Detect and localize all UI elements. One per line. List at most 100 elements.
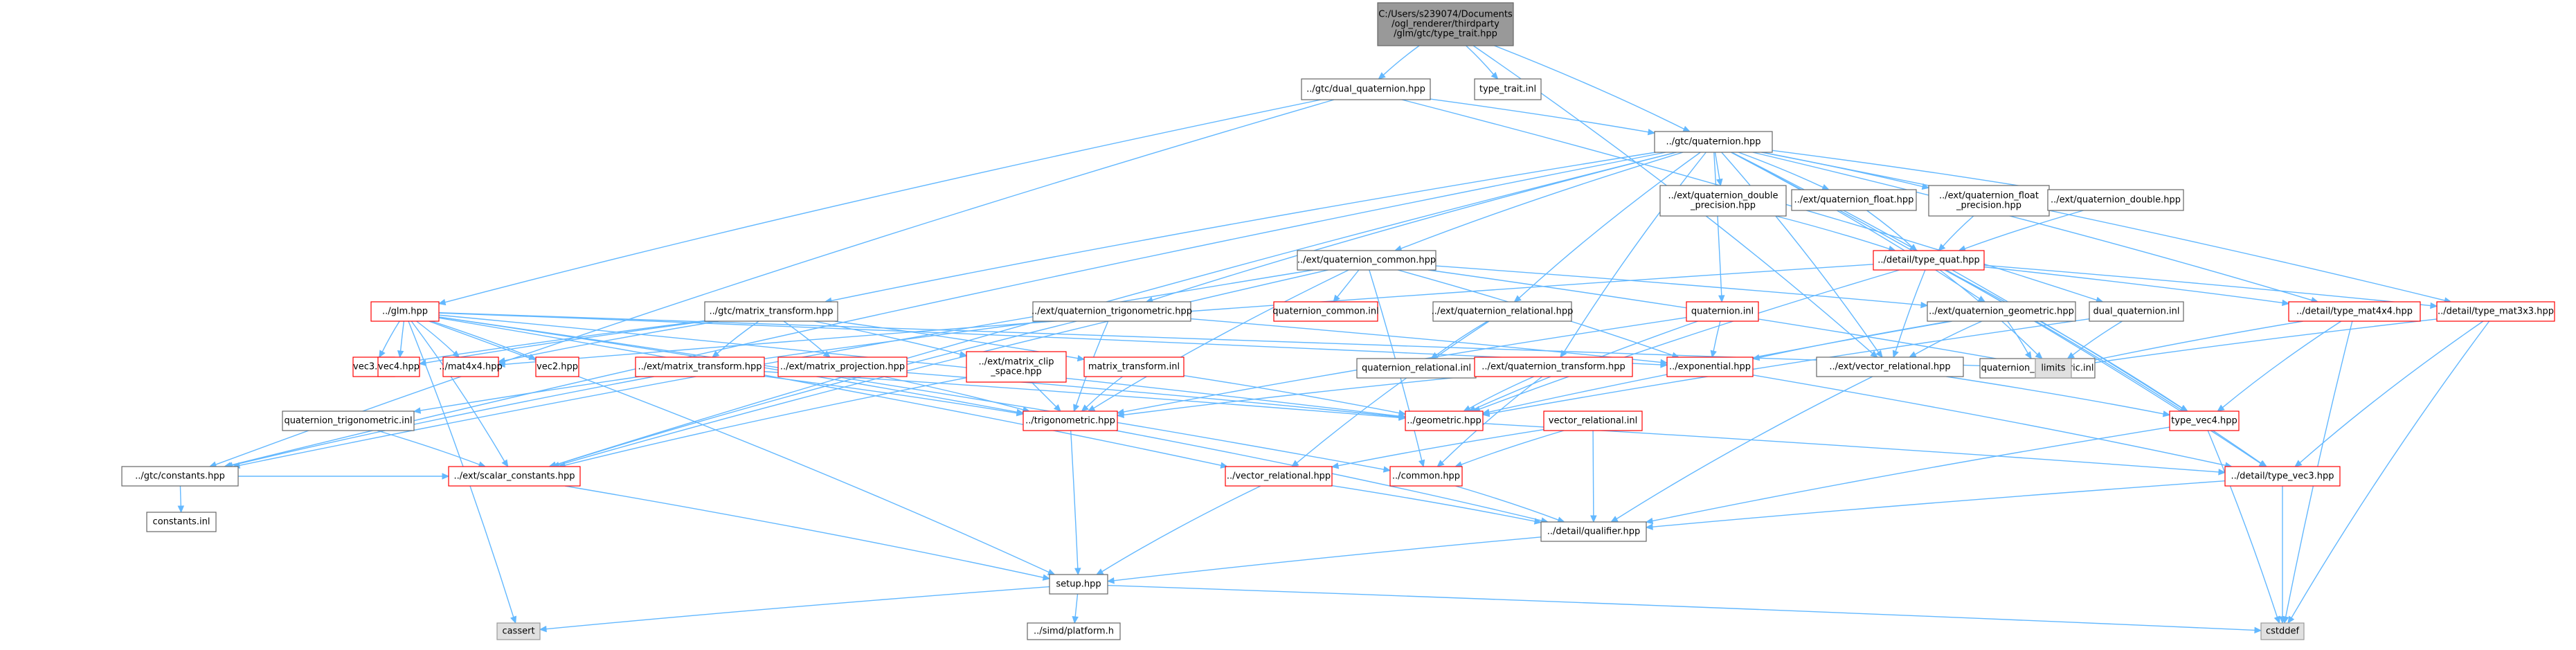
dependency-edge-glm-to-common xyxy=(438,316,1391,473)
node-quaternion-inl[interactable]: quaternion.inl xyxy=(1686,301,1759,322)
node-ext-quat-rel[interactable]: ../ext/quaternion_relational.hpp xyxy=(1432,301,1574,322)
dependency-edge-dual_quat-to-gtc_quat xyxy=(1430,98,1656,136)
node-setup[interactable]: setup.hpp xyxy=(1049,574,1108,595)
dependency-edge-gtc_constants-to-constants_inl xyxy=(177,485,185,514)
node-common[interactable]: ../common.hpp xyxy=(1389,466,1463,487)
node-quat-rel-inl[interactable]: quaternion_relational.inl xyxy=(1356,358,1477,379)
node-ext-matrix-clip[interactable]: ../ext/matrix_clip_space.hpp xyxy=(966,351,1067,383)
node-type-trait-inl[interactable]: type_trait.inl xyxy=(1474,78,1542,100)
node-label: cassert xyxy=(502,626,534,637)
node-ext-quat-transform[interactable]: ../ext/quaternion_transform.hpp xyxy=(1474,356,1633,377)
dependency-edge-ext_matrix_clip-to-ext_scalar_constants xyxy=(558,377,967,469)
node-vec2[interactable]: vec2.hpp xyxy=(535,356,579,377)
dependency-edge-gtc_quat-to-ext_quat_rel xyxy=(1513,152,1701,303)
node-label: _precision.hpp xyxy=(1690,201,1756,211)
node-constants-inl[interactable]: constants.inl xyxy=(146,512,217,532)
node-label: ../ext/quaternion_float xyxy=(1939,191,2039,201)
node-label: ../ext/matrix_projection.hpp xyxy=(780,362,905,372)
node-ext-quat-double[interactable]: ../ext/quaternion_double.hpp xyxy=(2047,189,2184,211)
node-vector-relational-inl[interactable]: vector_relational.inl xyxy=(1543,410,1643,431)
node-label: ../detail/type_quat.hpp xyxy=(1877,255,1980,266)
node-ext-quat-trig[interactable]: ../ext/quaternion_trigonometric.hpp xyxy=(1032,301,1192,322)
node-limits[interactable]: limits xyxy=(2035,358,2072,379)
node-geometric[interactable]: ../geometric.hpp xyxy=(1405,410,1484,431)
node-label: ../detail/type_mat4x4.hpp xyxy=(2296,307,2413,317)
node-label: ../ext/scalar_constants.hpp xyxy=(453,471,575,482)
node-cassert[interactable]: cassert xyxy=(496,622,541,640)
dependency-edge-quaternion_inl-to-exponential xyxy=(1710,321,1721,359)
dependency-edge-vector_relational-to-setup xyxy=(1095,485,1261,575)
node-ext-quat-geom[interactable]: ../ext/quaternion_geometric.hpp xyxy=(1927,301,2076,322)
node-label: ../ext/matrix_clip xyxy=(978,357,1054,368)
dependency-edge-detail_qualifier-to-setup xyxy=(1106,536,1542,584)
dependency-edge-type_mat4x4-to-type_vec4 xyxy=(2217,321,2342,412)
node-ext-matrix-projection[interactable]: ../ext/matrix_projection.hpp xyxy=(777,356,908,377)
node-exponential[interactable]: ../exponential.hpp xyxy=(1666,356,1754,377)
dependency-edge-matrix_transform_inl-to-geometric xyxy=(1183,374,1407,417)
node-dual-quat[interactable]: ../gtc/dual_quaternion.hpp xyxy=(1301,78,1431,100)
node-type-mat3x3[interactable]: ../detail/type_mat3x3.hpp xyxy=(2436,301,2555,322)
dependency-edge-vector_relational_inl-to-common xyxy=(1454,430,1565,468)
node-vec4[interactable]: vec4.hpp xyxy=(377,356,420,377)
node-label: ../exponential.hpp xyxy=(1669,362,1751,372)
dependency-edge-type_mat3x3-to-limits xyxy=(2070,318,2438,369)
node-dual-quat-inl[interactable]: dual_quaternion.inl xyxy=(2089,301,2184,322)
node-ext-quat-fp[interactable]: ../ext/quaternion_float_precision.hpp xyxy=(1928,185,2050,217)
dependency-edge-type_mat3x3-to-detail_type_vec3 xyxy=(2294,321,2484,467)
node-label: ../ext/quaternion_relational.hpp xyxy=(1432,307,1574,317)
node-vector-relational[interactable]: ../vector_relational.hpp xyxy=(1225,466,1333,487)
dependency-edge-gtc_matrix_transform-to-mat4x4 xyxy=(497,321,719,364)
node-ext-matrix-transform[interactable]: ../ext/matrix_transform.hpp xyxy=(635,356,765,377)
node-ext-quat-common[interactable]: ../ext/quaternion_common.hpp xyxy=(1297,250,1436,271)
node-ext-vector-rel[interactable]: ../ext/vector_relational.hpp xyxy=(1816,356,1964,377)
dependency-edge-gtc_quat-to-ext_quat_fp xyxy=(1762,152,1930,190)
node-label: quaternion_common.inl xyxy=(1272,307,1378,317)
dependency-edge-gtc_quat-to-ext_quat_trig xyxy=(1145,152,1677,304)
dependency-edge-detail_type_quat-to-type_mat3x3 xyxy=(1983,264,2438,309)
node-label: ../simd/platform.h xyxy=(1034,626,1114,637)
node-gtc-constants[interactable]: ../gtc/constants.hpp xyxy=(121,466,239,487)
node-detail-type-vec3[interactable]: ../detail/type_vec3.hpp xyxy=(2224,466,2341,487)
node-type-vec4[interactable]: type_vec4.hpp xyxy=(2169,410,2240,431)
node-ext-scalar-constants[interactable]: ../ext/scalar_constants.hpp xyxy=(448,466,581,487)
node-quat-trig-inl[interactable]: quaternion_trigonometric.inl xyxy=(282,410,415,431)
node-type-mat4x4[interactable]: ../detail/type_mat4x4.hpp xyxy=(2288,301,2421,322)
node-glm[interactable]: ../glm.hpp xyxy=(370,301,440,322)
node-mat4x4[interactable]: ../mat4x4.hpp xyxy=(439,356,503,377)
node-quat-common-inl[interactable]: quaternion_common.inl xyxy=(1272,301,1379,322)
node-label: ../trigonometric.hpp xyxy=(1025,416,1115,426)
node-ext-quat-dp[interactable]: ../ext/quaternion_double_precision.hpp xyxy=(1659,185,1787,217)
dependency-edge-gtc_quat-to-ext_quat_dp xyxy=(1714,152,1723,187)
dependency-edge-type_vec4-to-cstddef xyxy=(2207,430,2280,624)
dependency-edge-setup-to-cassert xyxy=(539,586,1050,633)
dependency-edge-setup-to-cstddef xyxy=(1107,584,2262,634)
dependency-edge-dual_quat_inl-to-geometric xyxy=(1481,318,2090,417)
node-matrix-transform-inl[interactable]: matrix_transform.inl xyxy=(1083,356,1185,377)
dependency-edge-detail_type_vec3-to-cstddef xyxy=(2279,485,2286,624)
node-label: ../ext/quaternion_double.hpp xyxy=(2051,195,2181,206)
node-detail-type-quat[interactable]: ../detail/type_quat.hpp xyxy=(1873,250,1985,271)
node-label: vec2.hpp xyxy=(537,362,578,372)
node-label: constants.inl xyxy=(153,517,210,527)
dependency-edge-vector_relational_inl-to-detail_qualifier xyxy=(1590,430,1597,523)
node-label: ../common.hpp xyxy=(1392,471,1460,482)
dependency-edge-ext_matrix_transform-to-trigonometric xyxy=(764,375,1025,417)
node-label: setup.hpp xyxy=(1056,579,1101,590)
node-label: cstddef xyxy=(2266,626,2300,637)
node-ext-quat-float[interactable]: ../ext/quaternion_float.hpp xyxy=(1791,189,1917,211)
dependency-edge-type_mat3x3-to-cstddef xyxy=(2287,321,2490,624)
node-detail-qualifier[interactable]: ../detail/qualifier.hpp xyxy=(1540,521,1647,542)
node-label: ../gtc/quaternion.hpp xyxy=(1666,137,1760,147)
node-gtc-matrix-transform[interactable]: ../gtc/matrix_transform.hpp xyxy=(704,301,838,322)
node-gtc-quat[interactable]: ../gtc/quaternion.hpp xyxy=(1654,131,1773,153)
node-trigonometric[interactable]: ../trigonometric.hpp xyxy=(1023,410,1118,431)
dependency-edge-exponential-to-detail_type_vec3 xyxy=(1752,374,2233,469)
node-simd-platform[interactable]: ../simd/platform.h xyxy=(1027,622,1121,640)
dependency-edge-root-to-gtc_quat xyxy=(1494,45,1691,132)
node-label: limits xyxy=(2041,363,2066,374)
node-label: type_vec4.hpp xyxy=(2171,416,2237,426)
node-label: vec4.hpp xyxy=(378,362,420,372)
node-cstddef[interactable]: cstddef xyxy=(2260,622,2305,640)
node-root[interactable]: C:/Users/s239074/Documents/ogl_renderer/… xyxy=(1377,2,1514,46)
